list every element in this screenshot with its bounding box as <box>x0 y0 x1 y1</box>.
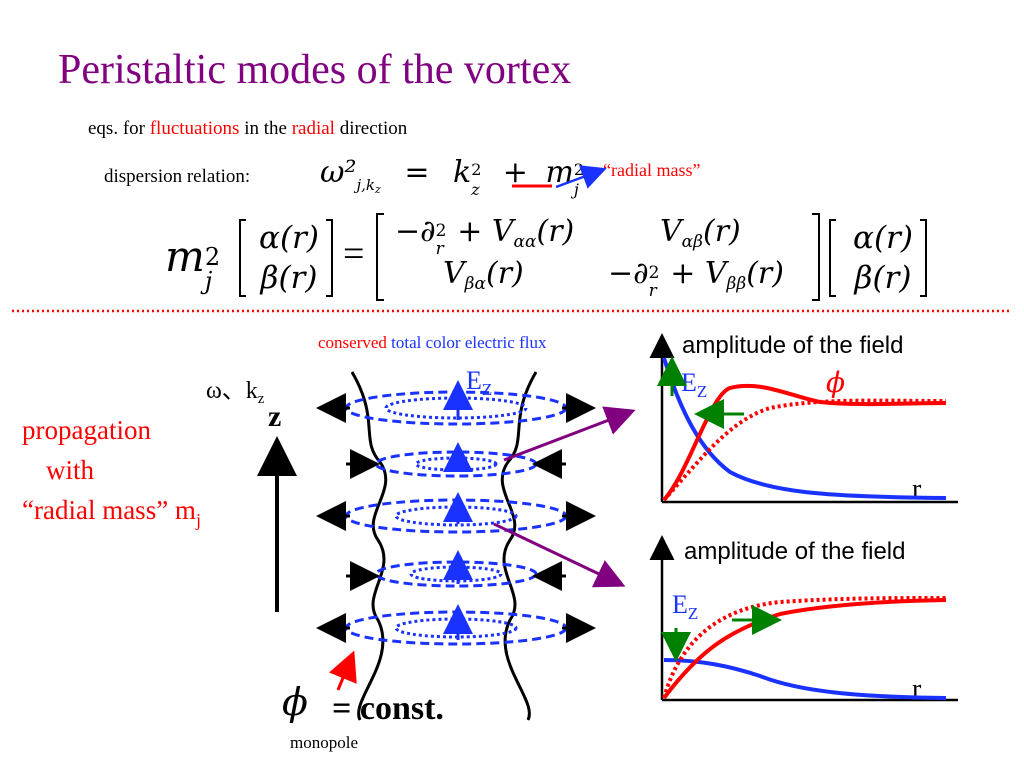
a11-vsub: αα <box>513 232 537 252</box>
a22-main: −∂ <box>608 256 649 291</box>
disp-plus: + <box>502 155 528 190</box>
propagation-line1: propagation <box>22 415 151 445</box>
vector-left-alpha: α(r) <box>259 220 319 256</box>
plot-bottom-ez-sub: Z <box>687 604 699 623</box>
radial-mass-arrow <box>555 165 607 189</box>
matrix-m-sup: 2 <box>204 243 221 271</box>
phi-symbol: ϕ <box>282 680 308 724</box>
plot-top-ez-sub: Z <box>696 382 708 401</box>
a21-sub: βα <box>464 274 486 294</box>
propagation-line3: “radial mass” m <box>22 495 196 525</box>
disp-omega-subsub: z <box>375 183 381 196</box>
a11-main: −∂ <box>395 214 436 249</box>
a11-sup: 2 <box>435 221 447 241</box>
plot-bottom <box>649 535 958 702</box>
a12-end: (r) <box>702 214 741 249</box>
matrix-brackets <box>239 213 927 301</box>
vector-right: α(r) β(r) <box>848 218 918 298</box>
ez-center-sub: Z <box>481 380 493 399</box>
matrix-a12: Vαβ(r) <box>660 214 741 252</box>
subtitle-line: eqs. for fluctuations in the radial dire… <box>88 118 407 140</box>
subtitle-radial: radial <box>291 118 335 139</box>
disp-k-sup: 2 <box>471 160 482 179</box>
plot-bottom-ez-e: E <box>672 590 688 619</box>
vector-left: α(r) β(r) <box>254 218 324 298</box>
pointer-arrow-bottom <box>493 522 626 588</box>
disp-k-sub: z <box>471 180 480 199</box>
a22-end: (r) <box>746 256 784 291</box>
vector-right-beta: β(r) <box>854 260 912 296</box>
plot-top <box>649 333 958 504</box>
plot-top-phi-dotted <box>662 398 947 502</box>
plot-top-r: r <box>912 474 922 505</box>
radial-arrows <box>316 393 596 643</box>
disp-omega-sub: j,k <box>356 176 376 194</box>
disp-m-sub: j <box>573 180 579 199</box>
plot-top-title: amplitude of the field <box>682 332 904 359</box>
matrix-m: m <box>165 232 205 281</box>
vortex-boundary-right <box>500 371 538 721</box>
disp-omega: ω² <box>320 155 357 190</box>
radial-mass-note: “radial mass” <box>603 160 701 180</box>
subtitle-fluctuations: fluctuations <box>149 118 240 139</box>
a11-sub: r <box>435 239 444 259</box>
plot-bottom-phi-dotted <box>662 596 947 699</box>
subtitle-middle: in the <box>239 118 292 139</box>
a12-main: V <box>660 214 682 249</box>
monopole-arrow <box>328 650 357 691</box>
a22-rest: + V <box>660 256 727 291</box>
matrix-m-sub: j <box>204 267 213 295</box>
propagation-line2: with <box>46 455 95 485</box>
vector-right-alpha: α(r) <box>853 220 913 256</box>
monopole-label: monopole <box>290 733 358 752</box>
a21-end: (r) <box>485 256 524 291</box>
a22-vsub: ββ <box>726 274 747 294</box>
omega-sub: z <box>257 391 265 407</box>
page-title: Peristaltic modes of the vortex <box>58 47 572 93</box>
plot-bottom-r: r <box>912 674 922 705</box>
plot-bottom-phi-curve <box>662 598 947 700</box>
a21-main: V <box>443 256 465 291</box>
vector-left-beta: β(r) <box>260 260 318 296</box>
a22-sub: r <box>648 281 657 301</box>
vortex-boundary-left <box>350 371 388 721</box>
subtitle-suffix: direction <box>334 118 408 139</box>
plot-top-phi-curve <box>662 383 947 502</box>
subtitle-prefix: eqs. for <box>88 118 150 139</box>
pointer-arrow-top <box>503 406 636 462</box>
flux-rest: total color electric flux <box>386 333 547 352</box>
a12-sub: αβ <box>681 232 703 252</box>
flux-conserved: conserved <box>318 333 387 352</box>
plot-top-phi: ϕ <box>826 366 846 399</box>
a22-sup: 2 <box>648 263 660 283</box>
const-label: = const. <box>332 690 444 727</box>
matrix-a21: Vβα(r) <box>443 256 524 294</box>
omega-kz-label: ω、kz <box>206 370 264 408</box>
disp-k: k <box>453 155 472 190</box>
a11-end: (r) <box>536 214 575 249</box>
a11-rest: + V <box>447 214 514 249</box>
flux-label: conserved total color electric flux <box>318 333 546 353</box>
matrix-eq: = <box>343 233 365 275</box>
flux-rings <box>344 390 568 646</box>
propagation-sub: j <box>195 510 201 530</box>
plot-bottom-ez-curve <box>663 658 947 700</box>
disp-m: m <box>545 155 574 190</box>
plot-top-ez-curve <box>662 357 947 500</box>
dispersion-label: dispersion relation: <box>104 166 251 187</box>
plot-bottom-title: amplitude of the field <box>684 538 906 565</box>
z-axis-label: z <box>268 400 282 433</box>
disp-eq: = <box>404 155 430 190</box>
plot-bottom-ez: EZ <box>672 590 698 624</box>
propagation-text: propagation with “radial mass” mj <box>22 410 201 540</box>
omega-text: ω、k <box>206 378 258 404</box>
